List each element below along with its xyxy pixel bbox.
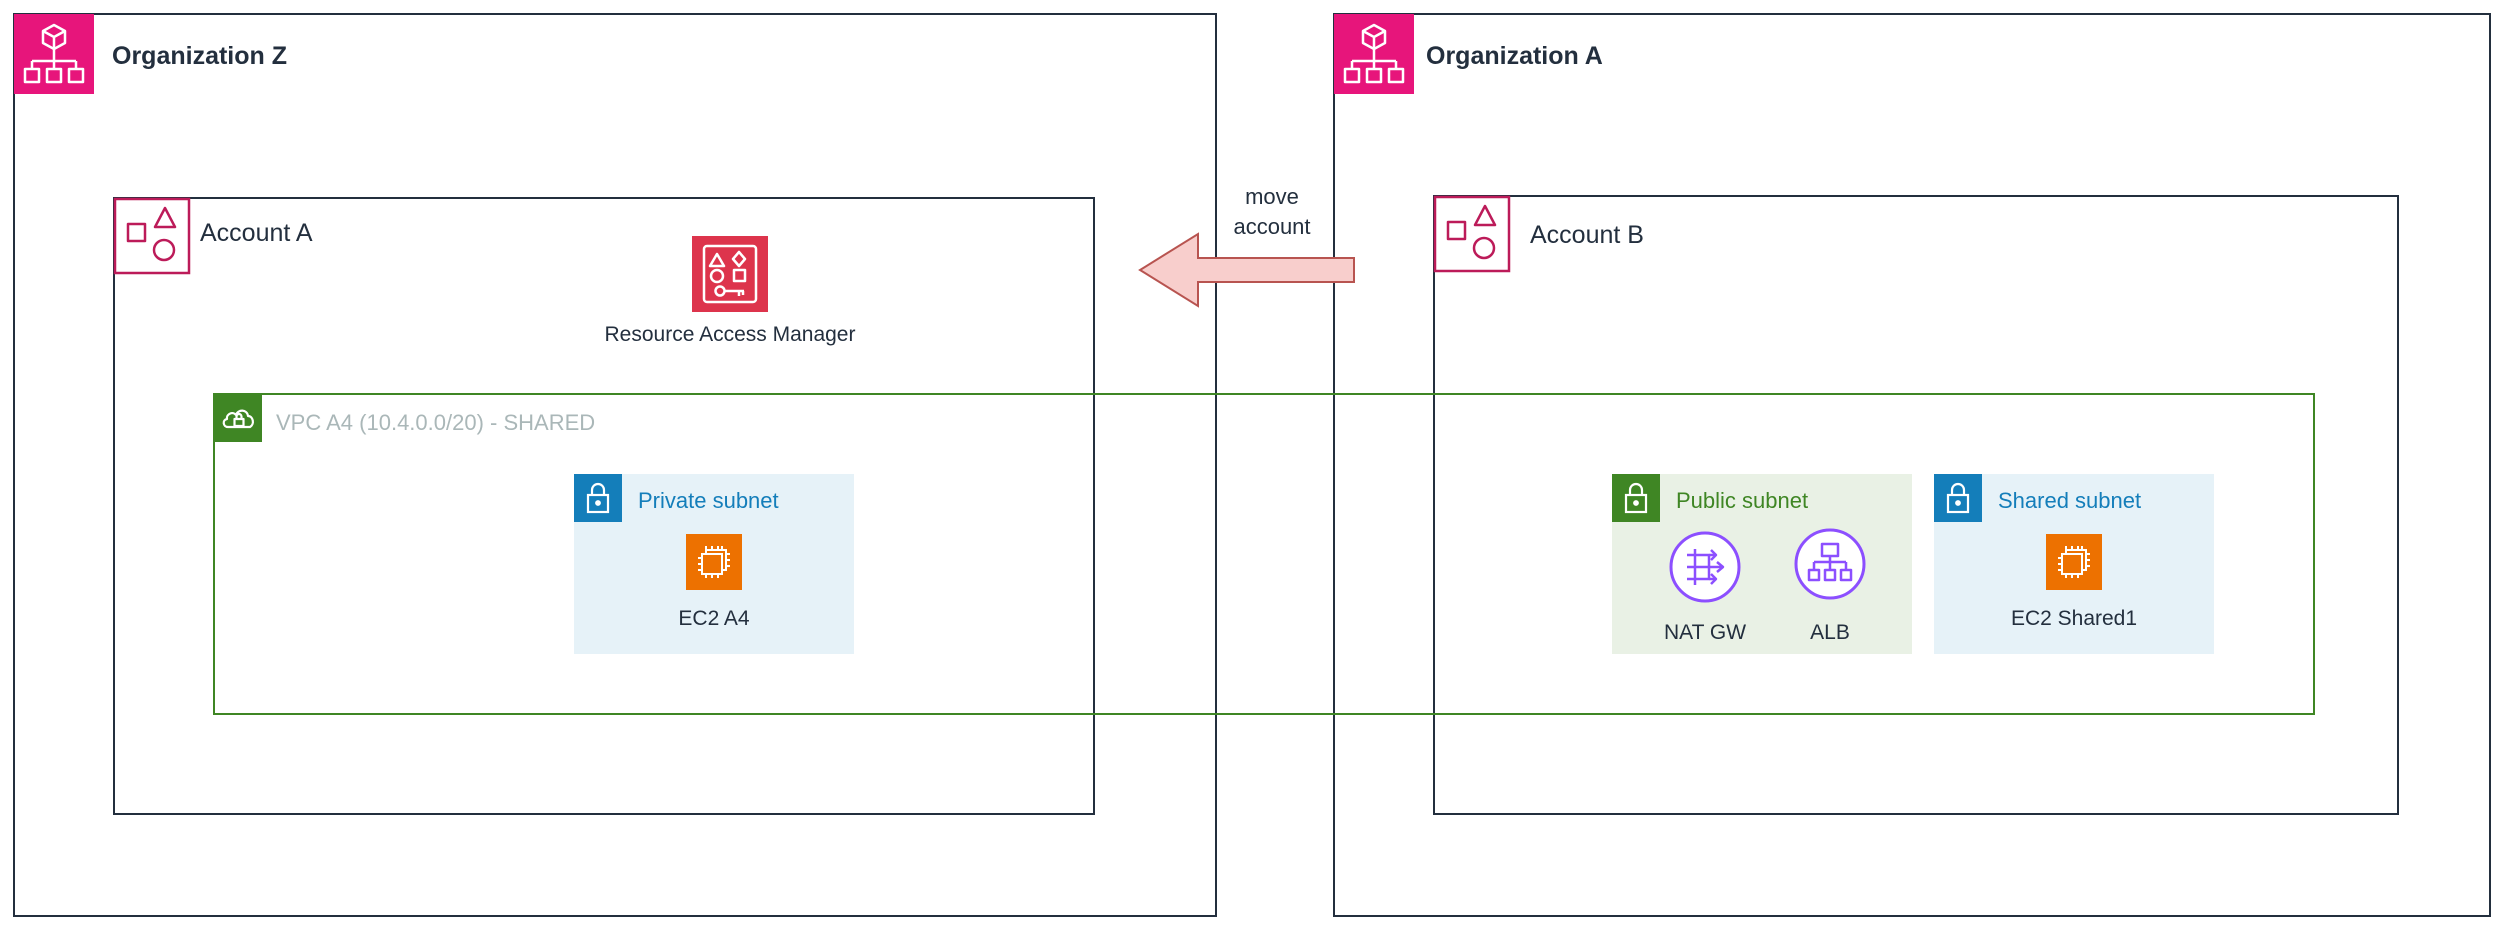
left-arrow-icon <box>1138 232 1355 308</box>
nat-gw-label: NAT GW <box>1664 621 1746 644</box>
account-a-group: Account A <box>113 197 1095 815</box>
resource-access-manager-icon <box>692 236 768 312</box>
alb-label: ALB <box>1810 621 1850 644</box>
ec2-shared1-label: EC2 Shared1 <box>2011 607 2137 630</box>
organization-z-border <box>13 13 1217 917</box>
public-subnet: Public subnet NAT GW ALB <box>1612 474 1912 654</box>
private-subnet: Private subnet EC2 A4 <box>574 474 854 654</box>
move-account-label-line2: account <box>1233 214 1310 239</box>
vpc-cloud-icon <box>214 394 262 442</box>
account-b-border <box>1433 195 2399 815</box>
ec2-instance-icon <box>2046 534 2102 590</box>
public-subnet-label: Public subnet <box>1676 488 1808 513</box>
load-balancer-icon <box>1794 528 1866 600</box>
vpc-border <box>213 393 2315 715</box>
account-b-title: Account B <box>1530 221 1644 249</box>
account-a-title: Account A <box>200 219 313 247</box>
organization-z-title: Organization Z <box>112 42 287 70</box>
lock-icon <box>1934 474 1982 522</box>
lock-icon <box>574 474 622 522</box>
private-subnet-label: Private subnet <box>638 488 779 513</box>
account-icon <box>1433 195 1511 273</box>
lock-icon <box>1612 474 1660 522</box>
shared-subnet: Shared subnet EC2 Shared1 <box>1934 474 2214 654</box>
nat-gateway-icon <box>1669 531 1741 603</box>
organization-a-border <box>1333 13 2491 917</box>
organization-z-group: Organization Z <box>13 13 1217 917</box>
vpc-shared: VPC A4 (10.4.0.0/20) - SHARED <box>213 393 2315 715</box>
organization-a-group: Organization A <box>1333 13 2491 917</box>
organization-icon <box>14 14 94 94</box>
account-icon <box>113 197 191 275</box>
shared-subnet-label: Shared subnet <box>1998 488 2141 513</box>
resource-access-manager: Resource Access Manager <box>605 236 856 346</box>
move-account-label-line1: move <box>1245 184 1299 209</box>
resource-access-manager-label: Resource Access Manager <box>605 323 856 346</box>
ec2-a4-label: EC2 A4 <box>678 607 750 630</box>
ec2-instance-icon <box>686 534 742 590</box>
vpc-label: VPC A4 (10.4.0.0/20) - SHARED <box>276 410 595 435</box>
organization-icon <box>1334 14 1414 94</box>
account-b-group: Account B <box>1433 195 2399 815</box>
move-account-arrow: move account <box>1138 184 1355 308</box>
organization-a-title: Organization A <box>1426 42 1603 70</box>
account-a-border <box>113 197 1095 815</box>
